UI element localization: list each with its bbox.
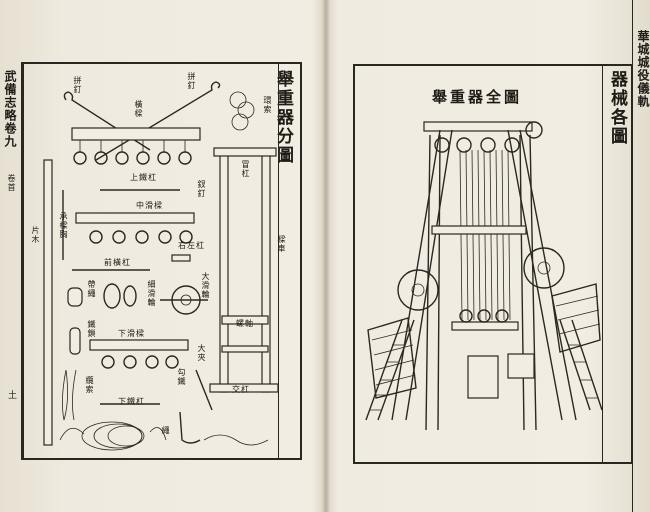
stone-block-left <box>467 355 499 399</box>
pick-iron <box>179 411 201 444</box>
lower-right-pulleys <box>459 309 509 323</box>
right-title-rule <box>602 64 603 464</box>
label-post: 樑車 <box>277 235 286 253</box>
right-margin-title: 器械各圖 <box>607 70 627 146</box>
label-hook-left: 拼釘 <box>73 76 82 94</box>
rope-tail <box>203 434 269 446</box>
left-margin-strip: 武備志略卷九 卷首 土 <box>0 62 22 460</box>
label-post-top: 冒杠 <box>241 160 250 178</box>
thin-wheel <box>103 283 121 309</box>
label-side-bar: 右左杠 <box>178 241 205 250</box>
side-wheels <box>397 247 565 311</box>
middle-beam <box>75 212 195 224</box>
label-rope: 繩 <box>161 426 170 435</box>
hoist-ropes <box>459 149 511 321</box>
belt-loop <box>67 287 83 307</box>
iron-lock <box>69 327 81 355</box>
thin-wheel-2 <box>123 285 137 307</box>
top-beam <box>423 121 533 132</box>
hook-left <box>63 91 151 151</box>
middle-pulleys <box>89 230 193 244</box>
coiled-rope <box>59 421 167 451</box>
plank-pole <box>43 159 53 446</box>
left-spine-title: 武備志略卷九 <box>3 70 17 148</box>
wood-clamp <box>195 369 213 411</box>
label-bridle: 纜索 <box>85 376 94 394</box>
side-bar-piece <box>171 254 191 262</box>
left-title-rule <box>278 62 279 460</box>
lower-pulleys <box>101 355 179 369</box>
left-spine-sub: 卷首 <box>7 174 16 192</box>
label-axle: 螺軸 <box>236 319 254 328</box>
ladders <box>365 319 603 421</box>
label-hook-right: 拼釘 <box>187 72 196 90</box>
label-chain: 環索 <box>263 96 272 114</box>
right-spine-title: 華城城役儀軌 <box>636 30 650 108</box>
label-bottom-bar: 交杠 <box>232 385 250 394</box>
label-wheel-shaft: 大滑輪 <box>201 272 210 299</box>
chain-loops <box>229 91 255 131</box>
hook-right <box>95 81 221 161</box>
right-page-title: 舉重器全圖 <box>432 88 523 106</box>
a-frame-legs <box>391 129 577 431</box>
middle-crossbar <box>431 225 527 235</box>
top-pulleys <box>434 121 543 153</box>
rope-cages <box>367 283 601 399</box>
left-spine-folio: 土 <box>6 390 16 400</box>
label-iron-lock: 鐵鎖 <box>87 320 96 338</box>
label-crossbar: 橫樑 <box>134 100 143 118</box>
right-margin-strip: 華城城役儀軌 <box>632 0 650 512</box>
label-belt: 帶繩 <box>87 280 96 298</box>
label-thin-wheel: 細滑輪 <box>147 280 156 307</box>
crossbar-pulleys <box>73 140 192 165</box>
label-plank: 片木 <box>31 226 40 244</box>
book-gutter <box>322 0 330 512</box>
bridle-rope <box>62 369 77 421</box>
label-arm: 大夾 <box>197 344 206 362</box>
crossbar-beam <box>71 127 201 141</box>
lower-beam <box>89 339 189 351</box>
lower-pulley-beam <box>451 321 519 331</box>
label-lower-iron: 下鐵杠 <box>118 397 145 406</box>
label-nail: 釵釘 <box>197 180 206 198</box>
label-mid-beam: 中滑樑 <box>136 201 163 210</box>
label-upper-bar: 上鐵杠 <box>130 173 157 182</box>
stone-block-right <box>507 353 535 379</box>
label-sheng: 承樑胸 <box>59 212 68 239</box>
post-frame <box>209 147 279 393</box>
label-front-bar: 前橫杠 <box>104 258 131 267</box>
label-lower-beam: 下滑樑 <box>118 329 145 338</box>
label-pick: 勾鐵 <box>177 368 186 386</box>
